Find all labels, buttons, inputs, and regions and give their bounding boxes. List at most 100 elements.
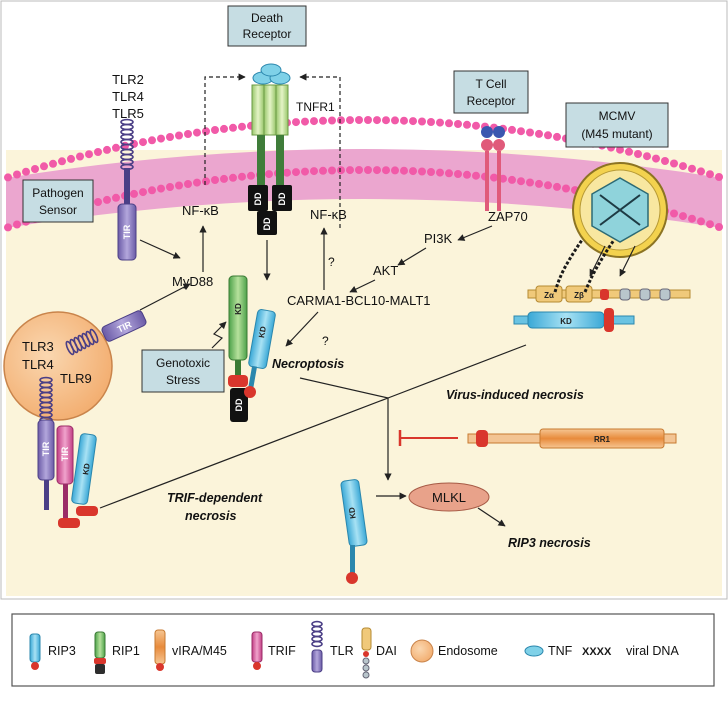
- svg-text:TLR2: TLR2: [112, 72, 144, 87]
- lipid-head: [148, 136, 156, 145]
- legend-label-endosome: Endosome: [438, 644, 498, 658]
- lipid-head: [508, 125, 516, 134]
- arrow-virus-dna-1: [589, 245, 606, 277]
- lipid-head: [373, 116, 381, 125]
- rip3-necrosome: KD: [244, 309, 276, 398]
- lipid-head: [436, 118, 444, 127]
- zap70-node: ZAP70: [488, 209, 528, 224]
- svg-text:Pathogen: Pathogen: [32, 186, 83, 200]
- lipid-head: [337, 116, 345, 125]
- lipid-head: [346, 116, 354, 125]
- tcell-receptor: [481, 126, 505, 211]
- coil-segment: [120, 123, 134, 131]
- lipid-head: [472, 121, 480, 130]
- lipid-head: [4, 173, 12, 182]
- lipid-head: [40, 162, 48, 171]
- arrow-mlkl-to-rip3-necrosis: [477, 507, 506, 527]
- rr1-protein: RR1: [467, 428, 677, 449]
- lipid-head: [112, 193, 120, 202]
- lipid-head: [328, 116, 336, 125]
- arrow-tlr-to-myd88: [139, 239, 181, 259]
- question-mark-lower: ?: [322, 334, 329, 348]
- lipid-head: [625, 147, 633, 156]
- lipid-head: [364, 116, 372, 124]
- endosome: TLR3 TLR4 TLR9: [3, 311, 113, 421]
- legend-tlr: TLR: [311, 620, 354, 673]
- svg-text:MCMV: MCMV: [599, 109, 636, 123]
- lipid-head: [346, 166, 354, 175]
- lipid-head: [553, 132, 561, 141]
- trif-dependent-label-1: TRIF-dependent: [167, 491, 263, 505]
- lipid-head: [166, 183, 174, 191]
- svg-text:TIR: TIR: [60, 446, 70, 461]
- legend-label-viral-dna: viral DNA: [626, 644, 679, 658]
- lipid-head: [85, 150, 93, 159]
- lipid-head: [679, 212, 687, 221]
- svg-text:KD: KD: [81, 463, 92, 476]
- lipid-head: [697, 167, 705, 176]
- lipid-head: [283, 168, 291, 177]
- arrow-virus-dna-2: [619, 245, 636, 277]
- lipid-head: [31, 165, 39, 173]
- lipid-head: [193, 128, 201, 137]
- lipid-head: [13, 220, 21, 229]
- arrow-zap70-to-pi3k: [457, 225, 493, 241]
- svg-text:(M45 mutant): (M45 mutant): [581, 127, 652, 141]
- svg-text:Genotoxic: Genotoxic: [156, 356, 210, 370]
- lipid-head: [337, 166, 345, 175]
- lipid-head: [112, 143, 120, 152]
- death-receptor-line2: Receptor: [243, 27, 292, 41]
- tcell-receptor-box: T Cell Receptor: [453, 70, 529, 114]
- tnf-feedback-dashed-left: [204, 73, 246, 185]
- svg-text:KD: KD: [257, 325, 268, 338]
- lipid-head: [13, 170, 21, 179]
- svg-text:DD: DD: [253, 192, 263, 205]
- lipid-head: [76, 152, 84, 161]
- svg-text:MLKL: MLKL: [432, 490, 466, 505]
- legend-label-vira: vIRA/M45: [172, 644, 227, 658]
- lipid-head: [58, 157, 66, 166]
- lipid-head: [454, 170, 462, 178]
- lipid-head: [166, 133, 174, 141]
- lipid-head: [562, 184, 570, 193]
- endosomal-tlr-coil: [65, 328, 99, 356]
- lipid-head: [103, 195, 111, 204]
- arrow-carma-to-necroptosis: [285, 311, 319, 347]
- lipid-head: [211, 126, 219, 134]
- lipid-head: [697, 217, 705, 226]
- lipid-head: [202, 127, 210, 136]
- lipid-head: [463, 170, 471, 179]
- lipid-head: [355, 116, 363, 124]
- arrow-endosome-tir-to-myd88: [139, 283, 191, 311]
- carma-complex-node: CARMA1-BCL10-MALT1: [287, 293, 431, 308]
- myd88-node: MyD88: [172, 274, 213, 289]
- nfkb-right: NF-κB: [310, 207, 347, 222]
- trif-dependent-label-2: necrosis: [185, 509, 236, 523]
- lipid-head: [373, 166, 381, 175]
- coil-segment: [120, 128, 134, 136]
- lipid-head: [427, 118, 435, 126]
- svg-text:T Cell: T Cell: [475, 77, 506, 91]
- lipid-head: [445, 169, 453, 178]
- svg-text:Zβ: Zβ: [574, 291, 584, 300]
- tnf-ligand: [252, 63, 291, 85]
- lipid-head: [103, 145, 111, 154]
- legend-rip3: RIP3: [29, 633, 76, 670]
- lipid-head: [535, 129, 543, 138]
- lipid-head: [427, 168, 435, 176]
- lipid-head: [310, 117, 318, 126]
- lipid-head: [661, 157, 669, 165]
- akt-node: AKT: [373, 263, 398, 278]
- coil-segment: [120, 163, 134, 171]
- lipid-head: [67, 154, 75, 163]
- lipid-head: [193, 178, 201, 187]
- svg-text:KD: KD: [234, 303, 243, 315]
- lipid-head: [418, 167, 426, 176]
- lipid-head: [706, 220, 714, 229]
- svg-text:TIR: TIR: [41, 441, 51, 456]
- lipid-head: [463, 120, 471, 129]
- lipid-head: [292, 118, 300, 127]
- legend-label-dai: DAI: [376, 644, 397, 658]
- lipid-head: [4, 223, 12, 232]
- svg-text:Sensor: Sensor: [39, 203, 77, 217]
